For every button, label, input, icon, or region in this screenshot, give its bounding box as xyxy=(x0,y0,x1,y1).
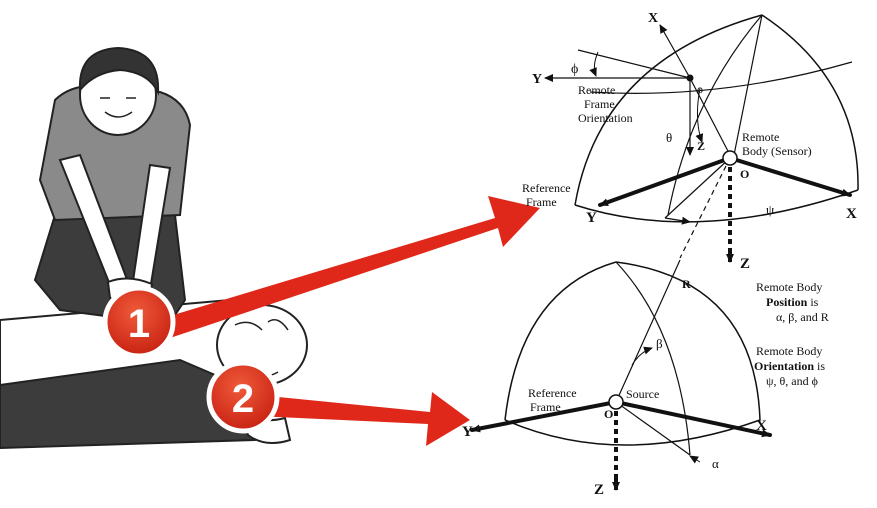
remote-axis-x-top-label: X xyxy=(648,11,658,26)
source-axis-x-label: X xyxy=(756,418,767,434)
source-origin-label: O xyxy=(604,407,613,421)
orientation-is: is xyxy=(814,359,825,373)
reference-frame-bottom-line2: Frame xyxy=(530,400,561,414)
marker-1: 1 xyxy=(102,285,176,359)
remote-axis-y-label: Y xyxy=(586,210,597,226)
arrow-2 xyxy=(256,392,470,446)
remote-axis-x-label: X xyxy=(846,206,857,222)
psi-label: ψ xyxy=(766,202,774,217)
orientation-note: Remote Body Orientation is ψ, θ, and ϕ xyxy=(754,344,825,388)
source-label: Source xyxy=(626,387,659,401)
remote-frame-line2: Frame xyxy=(584,97,615,111)
orientation-word: Orientation xyxy=(754,359,814,373)
alpha-label: α xyxy=(712,456,719,471)
source-sphere xyxy=(470,259,772,491)
rescuer-head xyxy=(78,46,160,136)
marker-1-number: 1 xyxy=(128,302,150,346)
position-note: Remote Body Position is α, β, and R xyxy=(756,280,829,324)
position-note-line3: α, β, and R xyxy=(776,310,829,324)
remote-axis-z-label: Z xyxy=(740,256,750,272)
remote-axis-y-top-label: Y xyxy=(532,72,542,87)
beta-label: β xyxy=(656,336,663,351)
remote-body-line1: Remote xyxy=(742,130,779,144)
marker-2-number: 2 xyxy=(232,377,254,421)
position-note-line2: Position is xyxy=(766,295,819,309)
remote-body-line2: Body (Sensor) xyxy=(742,144,812,158)
remote-axis-z-inner-label: Z xyxy=(697,139,705,153)
position-is: is xyxy=(807,295,818,309)
arrow-1 xyxy=(150,196,540,342)
position-note-line1: Remote Body xyxy=(756,280,822,294)
reference-frame-top-line2: Frame xyxy=(526,195,557,209)
remote-frame-line3: Orientation xyxy=(578,111,633,125)
R-label: R xyxy=(682,277,691,291)
position-word: Position xyxy=(766,295,808,309)
orientation-note-line3: ψ, θ, and ϕ xyxy=(766,374,818,388)
remote-sphere xyxy=(544,14,859,263)
source-axis-y-label: Y xyxy=(462,424,473,440)
phi-label: ϕ xyxy=(571,62,578,77)
marker-2: 2 xyxy=(206,360,280,434)
remote-origin-label: O xyxy=(740,167,749,181)
reference-frame-bottom-line1: Reference xyxy=(528,386,577,400)
source-axis-z-label: Z xyxy=(594,482,604,498)
orientation-note-line1: Remote Body xyxy=(756,344,822,358)
remote-frame-line1: Remote xyxy=(578,83,615,97)
theta-label: θ xyxy=(666,130,672,145)
origin-small-label: o xyxy=(697,82,703,96)
reference-frame-top-line1: Reference xyxy=(522,181,571,195)
orientation-note-line2: Orientation is xyxy=(754,359,825,373)
